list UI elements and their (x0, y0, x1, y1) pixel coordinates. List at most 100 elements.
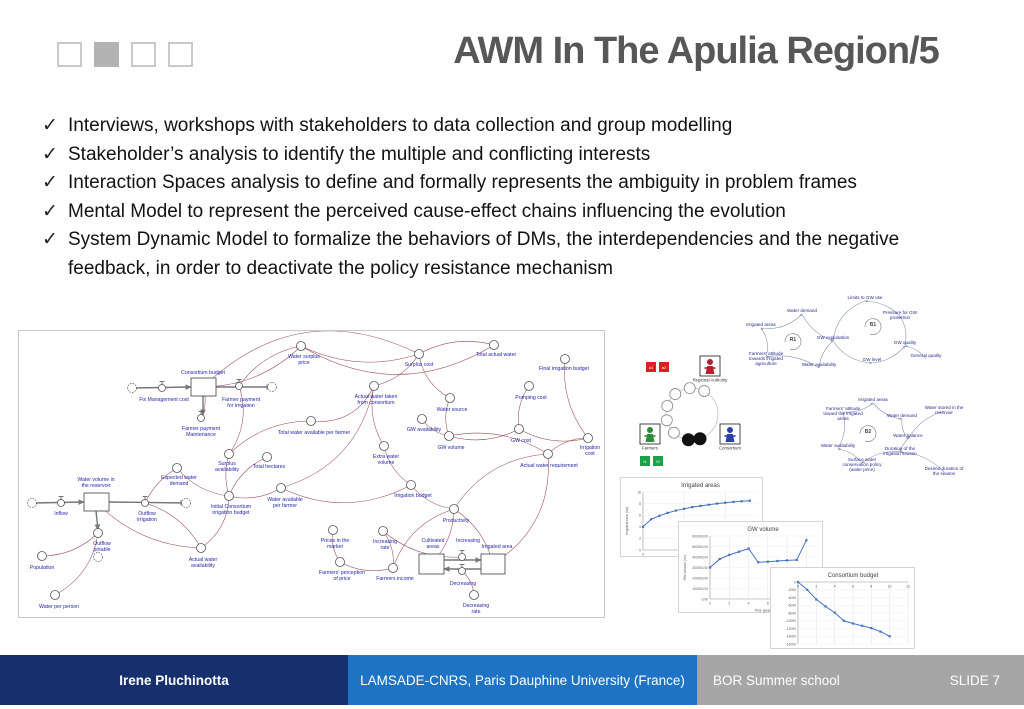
svg-text:-16000: -16000 (786, 642, 796, 646)
bullet-item: ✓System Dynamic Model to formalize the b… (40, 226, 970, 283)
svg-text:conservation policy: conservation policy (842, 462, 882, 467)
svg-text:Water per person: Water per person (39, 604, 79, 610)
svg-text:-12000: -12000 (786, 627, 796, 631)
svg-text:areas: areas (837, 416, 849, 421)
svg-text:per farmer: per farmer (273, 503, 297, 509)
svg-text:300000,00: 300000,00 (692, 566, 708, 570)
svg-text:Actual water: Actual water (189, 557, 218, 563)
svg-text:Total actual water: Total actual water (476, 352, 517, 358)
svg-text:irrigation: irrigation (137, 517, 157, 523)
svg-text:rate: rate (472, 609, 481, 615)
svg-text:Regional Authority: Regional Authority (693, 378, 729, 383)
svg-text:Water demand: Water demand (887, 413, 917, 418)
svg-text:-6000: -6000 (788, 604, 797, 608)
svg-text:4: 4 (639, 525, 641, 529)
svg-text:Population: Population (30, 565, 55, 571)
svg-text:0: 0 (797, 585, 799, 589)
svg-text:4: 4 (834, 585, 836, 589)
svg-text:Consortium budget: Consortium budget (828, 573, 879, 579)
svg-text:(water price): (water price) (849, 467, 875, 472)
bullet-text: Mental Model to represent the perceived … (68, 200, 786, 222)
svg-text:B2: B2 (865, 429, 872, 435)
svg-text:GW exploitation: GW exploitation (817, 335, 850, 340)
svg-text:-2000: -2000 (788, 588, 797, 592)
svg-text:Farmer payment: Farmer payment (182, 426, 221, 432)
footer-bar: Irene Pluchinotta LAMSADE-CNRS, Paris Da… (0, 655, 1024, 705)
svg-text:Irrigated areas: Irrigated areas (746, 322, 776, 327)
svg-text:reservoir: reservoir (935, 410, 953, 415)
svg-text:volume: volume (378, 460, 395, 466)
svg-text:Pumping cost: Pumping cost (515, 395, 547, 401)
svg-text:price: price (298, 360, 309, 366)
slide-title: AWM In The Apulia Region/5 (453, 30, 940, 72)
svg-text:R1: R1 (790, 337, 797, 343)
progress-squares (57, 42, 193, 67)
svg-text:the reservoir: the reservoir (82, 483, 111, 489)
svg-text:Cultivated: Cultivated (421, 538, 444, 544)
svg-text:Surplus cost: Surplus cost (405, 362, 434, 368)
svg-text:GW cost: GW cost (511, 438, 531, 444)
svg-text:Outflow: Outflow (93, 541, 111, 547)
progress-square-3 (131, 42, 156, 67)
bullet-text: Stakeholder’s analysis to identify the m… (68, 143, 651, 165)
svg-text:Increasing: Increasing (456, 538, 480, 544)
svg-text:Irrigation: Irrigation (580, 445, 600, 451)
svg-text:Surface water: Surface water (848, 457, 877, 462)
svg-text:rate: rate (381, 545, 390, 551)
svg-text:the season: the season (933, 471, 956, 476)
svg-text:Irrigation budget: Irrigation budget (394, 493, 432, 499)
svg-text:Final irrigation budget: Final irrigation budget (539, 366, 589, 372)
svg-text:Surplus: Surplus (218, 461, 236, 467)
svg-text:Consortium: Consortium (719, 446, 741, 451)
footer-affiliation: LAMSADE-CNRS, Paris Dauphine University … (360, 672, 685, 688)
svg-text:f1: f1 (643, 459, 647, 464)
svg-text:irrigation budget: irrigation budget (212, 510, 250, 516)
svg-text:Time (year): Time (year) (754, 609, 772, 613)
footer-event: BOR Summer school (713, 672, 840, 688)
bullet-text: Interviews, workshops with stakeholders … (68, 115, 733, 136)
svg-text:Water balance: Water balance (893, 433, 923, 438)
svg-text:Water volume in: Water volume in (77, 477, 114, 483)
svg-text:GW volume (m³): GW volume (m³) (683, 555, 687, 581)
svg-text:GW quality: GW quality (894, 340, 917, 345)
svg-text:irrigation season: irrigation season (883, 451, 917, 456)
svg-text:10: 10 (637, 490, 641, 494)
svg-text:market: market (327, 544, 343, 550)
svg-text:Initial Consortium: Initial Consortium (211, 504, 251, 510)
svg-text:toward the irrigated: toward the irrigated (823, 411, 863, 416)
svg-text:200000,00: 200000,00 (692, 576, 708, 580)
svg-text:protection: protection (890, 315, 911, 320)
svg-text:10: 10 (888, 585, 892, 589)
svg-text:Outflow: Outflow (138, 511, 156, 517)
svg-text:Increasing: Increasing (373, 539, 397, 545)
svg-text:Water stored in the: Water stored in the (925, 405, 964, 410)
svg-text:Inflow: Inflow (54, 511, 68, 517)
svg-text:2: 2 (728, 602, 730, 606)
svg-text:Expected water: Expected water (161, 475, 197, 481)
svg-text:Productivity: Productivity (443, 518, 470, 524)
footer-author: Irene Pluchinotta (119, 672, 229, 688)
svg-text:-14000: -14000 (786, 635, 796, 639)
svg-text:availability: availability (191, 563, 215, 569)
svg-text:Pressure for GW: Pressure for GW (883, 310, 918, 315)
svg-text:Farmer payment: Farmer payment (222, 397, 261, 403)
bullet-text: Interaction Spaces analysis to define an… (68, 172, 857, 193)
svg-text:2: 2 (639, 537, 641, 541)
svg-text:Extra water: Extra water (373, 454, 400, 460)
svg-text:Water surplus: Water surplus (288, 354, 320, 360)
svg-text:100000,00: 100000,00 (692, 587, 708, 591)
progress-square-2 (94, 42, 119, 67)
svg-text:Farmers' attitude: Farmers' attitude (749, 351, 784, 356)
svg-text:0: 0 (642, 553, 644, 557)
svg-text:GW availability: GW availability (407, 427, 442, 433)
check-icon: ✓ (42, 143, 58, 165)
bullet-item: ✓Mental Model to represent the perceived… (40, 198, 970, 227)
svg-text:for irrigation: for irrigation (227, 403, 255, 409)
